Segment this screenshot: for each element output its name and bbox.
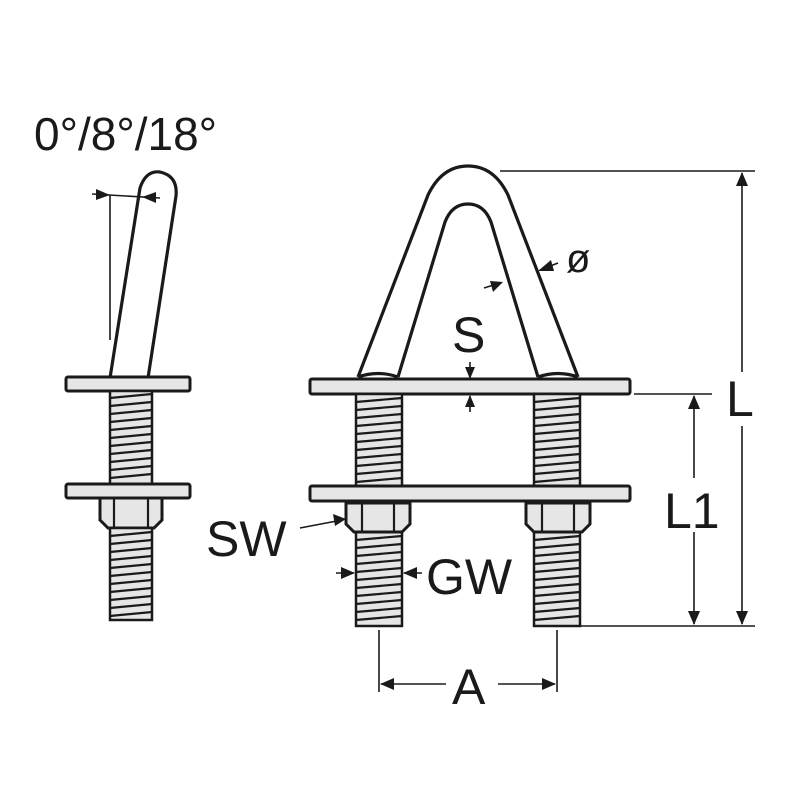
left-nut	[344, 501, 412, 534]
angle-label: 0°/8°/18°	[34, 108, 217, 160]
gw-dimension: GW	[336, 549, 513, 605]
angle-arrow-left	[96, 189, 110, 200]
a-label: A	[452, 659, 486, 715]
side-lower-plate	[64, 482, 192, 500]
angle-arrow-right	[142, 192, 156, 203]
right-nut	[524, 501, 592, 534]
side-nut	[98, 496, 164, 530]
front-view: S ø L L1	[206, 164, 760, 715]
diameter-label: ø	[566, 237, 590, 281]
l-dimension: L	[500, 170, 760, 627]
side-top-plate	[64, 375, 192, 393]
sw-dimension: SW	[206, 511, 346, 567]
front-lower-plate	[308, 484, 632, 503]
l-label: L	[726, 371, 754, 427]
a-dimension: A	[378, 630, 558, 715]
s-label: S	[452, 307, 485, 363]
side-rod	[108, 170, 178, 379]
l1-dimension: L1	[634, 393, 726, 625]
u-bolt-inner	[396, 202, 540, 378]
side-view: 0°/8°/18°	[34, 108, 217, 622]
sw-label: SW	[206, 511, 287, 567]
diameter-dimension: ø	[483, 237, 590, 292]
u-bolt-outer	[356, 164, 580, 378]
l1-label: L1	[664, 483, 720, 539]
side-thread-lower	[108, 526, 154, 622]
front-top-plate	[308, 377, 632, 396]
side-thread-upper	[108, 389, 154, 486]
gw-label: GW	[426, 549, 513, 605]
s-dimension: S	[452, 307, 485, 412]
